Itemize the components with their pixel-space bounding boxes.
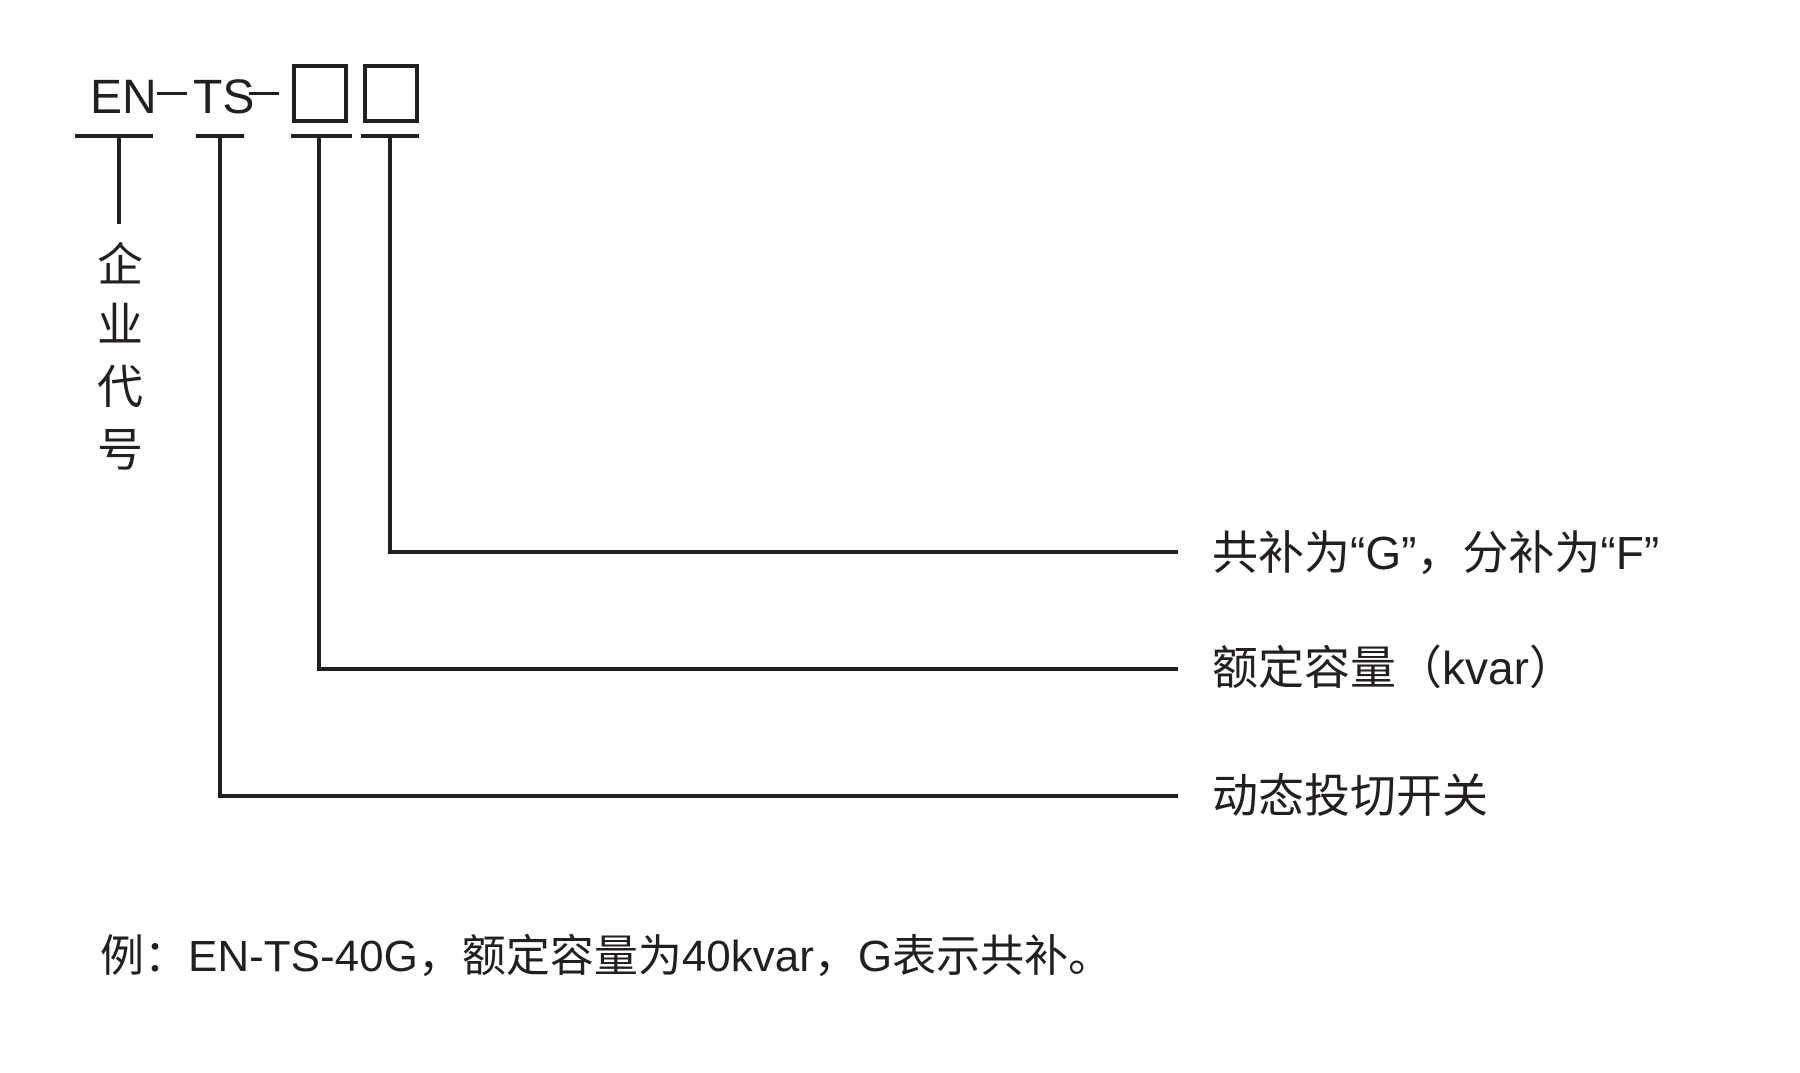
compensation-placeholder-box (363, 64, 419, 123)
leader-series-horizontal (218, 794, 1178, 798)
code-separator-dash (249, 92, 279, 95)
company-code-char: 代 (97, 361, 143, 413)
leader-prefix (117, 136, 121, 224)
underline-prefix (75, 134, 153, 138)
capacity-placeholder-box (292, 64, 348, 123)
leader-capacity-horizontal (317, 667, 1178, 671)
rated-capacity-label: 额定容量（kvar） (1212, 642, 1575, 694)
company-code-char: 企 (97, 239, 143, 291)
leader-capacity-vertical (317, 136, 321, 671)
company-code-char: 号 (97, 424, 143, 476)
leader-compensation-horizontal (388, 550, 1178, 554)
leader-series-vertical (218, 136, 222, 798)
company-code-char: 业 (97, 299, 143, 351)
switch-type-label: 动态投切开关 (1212, 770, 1488, 822)
compensation-type-label: 共补为“G”，分补为“F” (1212, 527, 1660, 579)
code-series-ts: TS (193, 71, 255, 124)
underline-capacity (291, 134, 352, 138)
code-separator-dash (157, 92, 187, 95)
code-prefix-en: EN (90, 71, 157, 124)
example-text: 例：EN-TS-40G，额定容量为40kvar，G表示共补。 (100, 932, 1113, 981)
leader-compensation-vertical (388, 136, 392, 554)
